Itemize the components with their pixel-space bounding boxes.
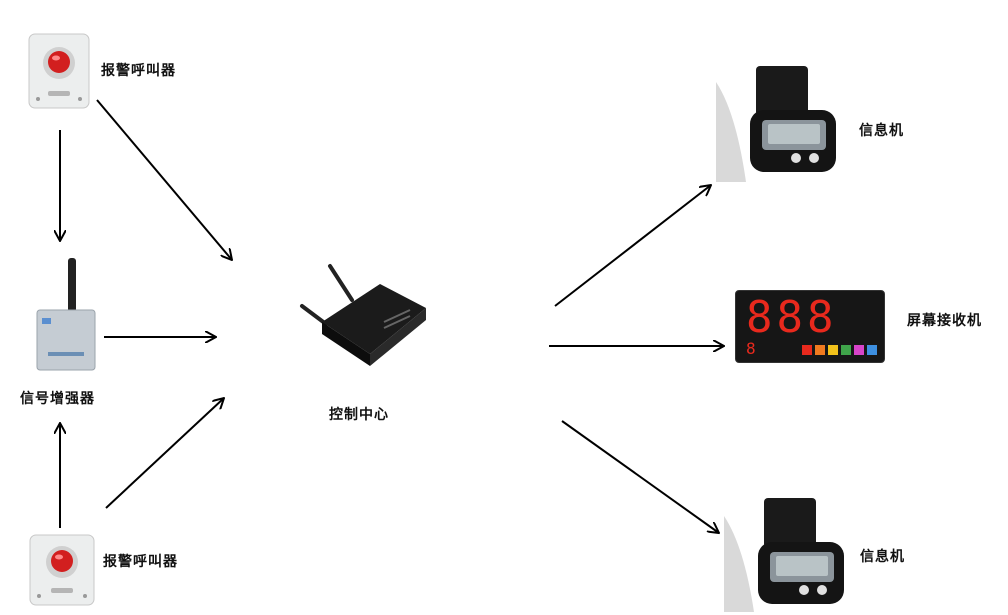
alarm-bottom-label: 报警呼叫器 (103, 554, 178, 570)
red-push-button-icon (29, 534, 95, 606)
red-push-button-icon (28, 33, 90, 109)
led-display-icon: 888 8 (735, 290, 885, 363)
display-swatch (815, 345, 825, 355)
display-digits: 888 (746, 292, 838, 343)
display-swatch (802, 345, 812, 355)
booster-label: 信号增强器 (20, 391, 95, 407)
wrist-pager-icon (716, 66, 836, 182)
control-label: 控制中心 (329, 407, 389, 423)
display-label: 屏幕接收机 (907, 313, 982, 329)
antenna-box-icon (36, 258, 96, 371)
display-swatch (828, 345, 838, 355)
arrow-alarm-bottom-to-control (105, 398, 224, 509)
display-swatch (854, 345, 864, 355)
wrist-pager-icon (724, 498, 844, 612)
alarm-top-label: 报警呼叫器 (101, 63, 176, 79)
arrow-alarm-top-to-control (96, 99, 232, 260)
pager-top-label: 信息机 (859, 123, 904, 139)
arrow-control-to-pager-top (554, 185, 711, 307)
display-swatch (867, 345, 877, 355)
router-icon (300, 264, 426, 366)
display-small-digit: 8 (746, 339, 756, 358)
pager-bottom-label: 信息机 (860, 549, 905, 565)
arrow-control-to-pager-bottom (561, 420, 719, 533)
display-swatch (841, 345, 851, 355)
